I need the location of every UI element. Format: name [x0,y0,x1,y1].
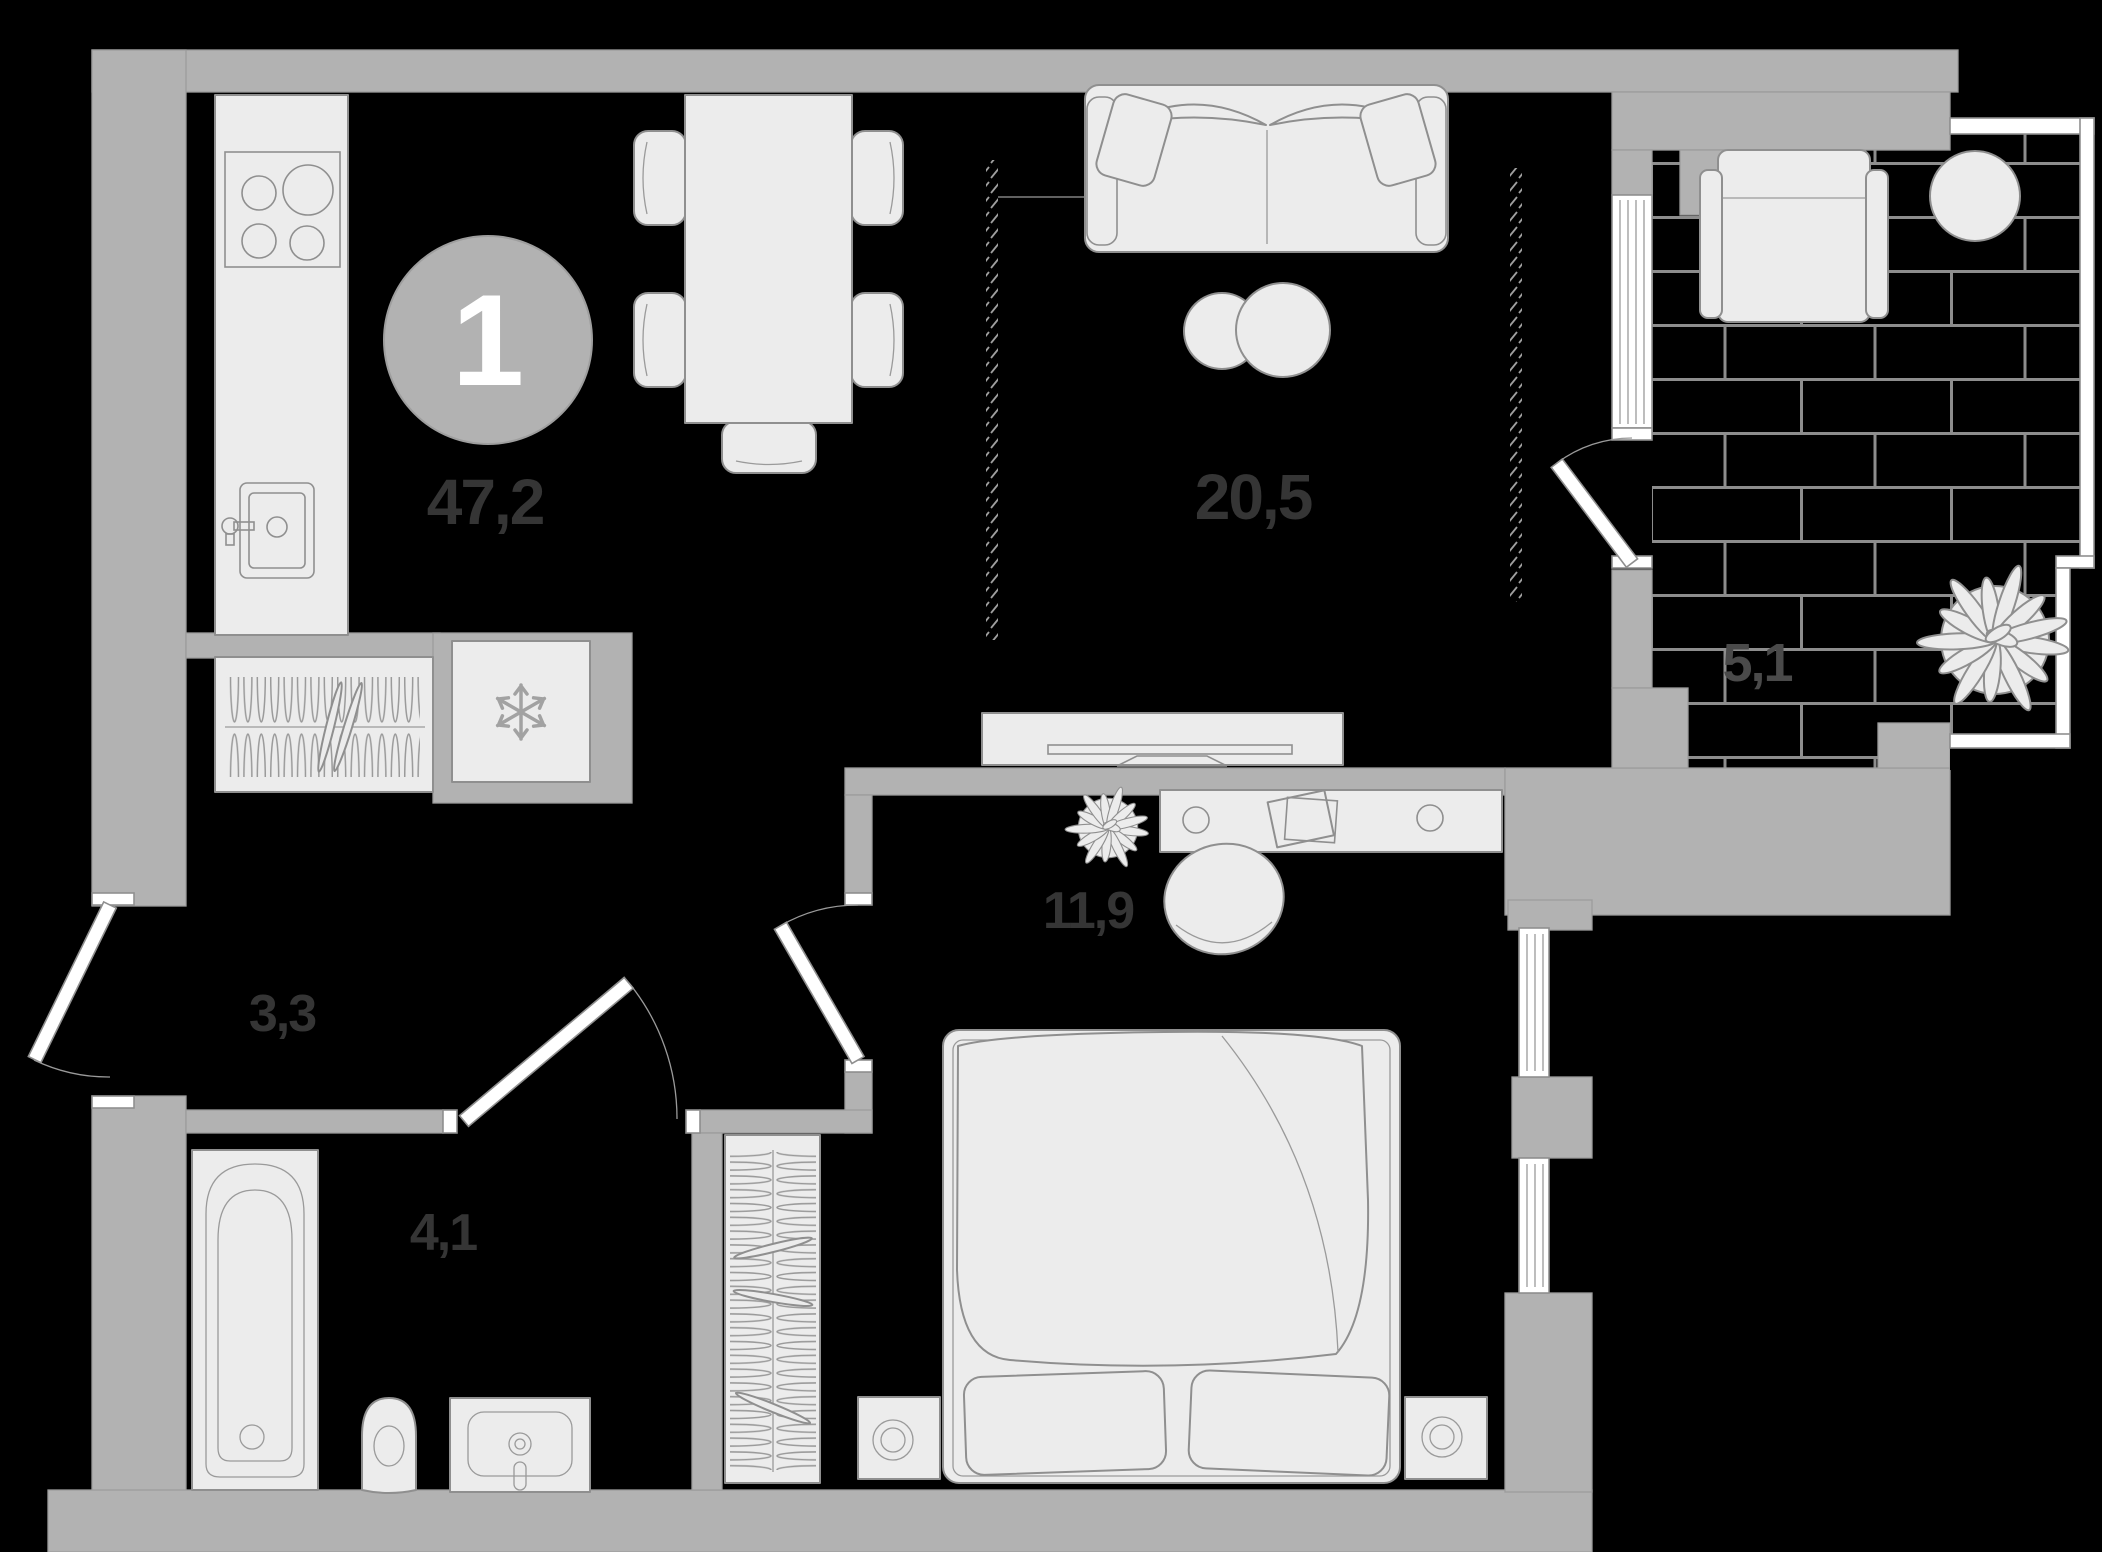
balcony-glazing [1949,117,2095,749]
curtain-hatch [986,160,1522,640]
bedroom-closet [724,1134,821,1484]
kitchen-counter [214,94,349,636]
plant [1064,785,1150,870]
balcony-mask [1950,748,2072,770]
bathtub [191,1149,319,1491]
entrance-door [27,892,135,1109]
sofa [1084,84,1449,253]
bathroom-sink [449,1397,591,1493]
desk-chair [1163,842,1285,956]
dining-set [633,94,904,474]
bathroom-door [442,976,701,1134]
nightstand [857,1396,941,1480]
kitchen-sink [221,482,315,579]
bed [942,1029,1401,1484]
toilet [361,1397,417,1494]
desk [1159,789,1503,853]
bedroom-door [773,892,873,1073]
balcony-table [1929,150,2021,242]
bedroom-window [1518,1157,1550,1294]
nightstand [1404,1396,1488,1480]
balcony-armchair [1699,149,1889,323]
fridge [451,640,591,783]
tv-stand [981,712,1344,767]
hall-wardrobe [214,656,434,793]
balcony-window [1611,194,1653,429]
balcony-door [1550,427,1653,569]
bedroom-window [1518,927,1550,1078]
coffee-tables [1183,282,1331,378]
balcony-mask [2070,568,2082,772]
